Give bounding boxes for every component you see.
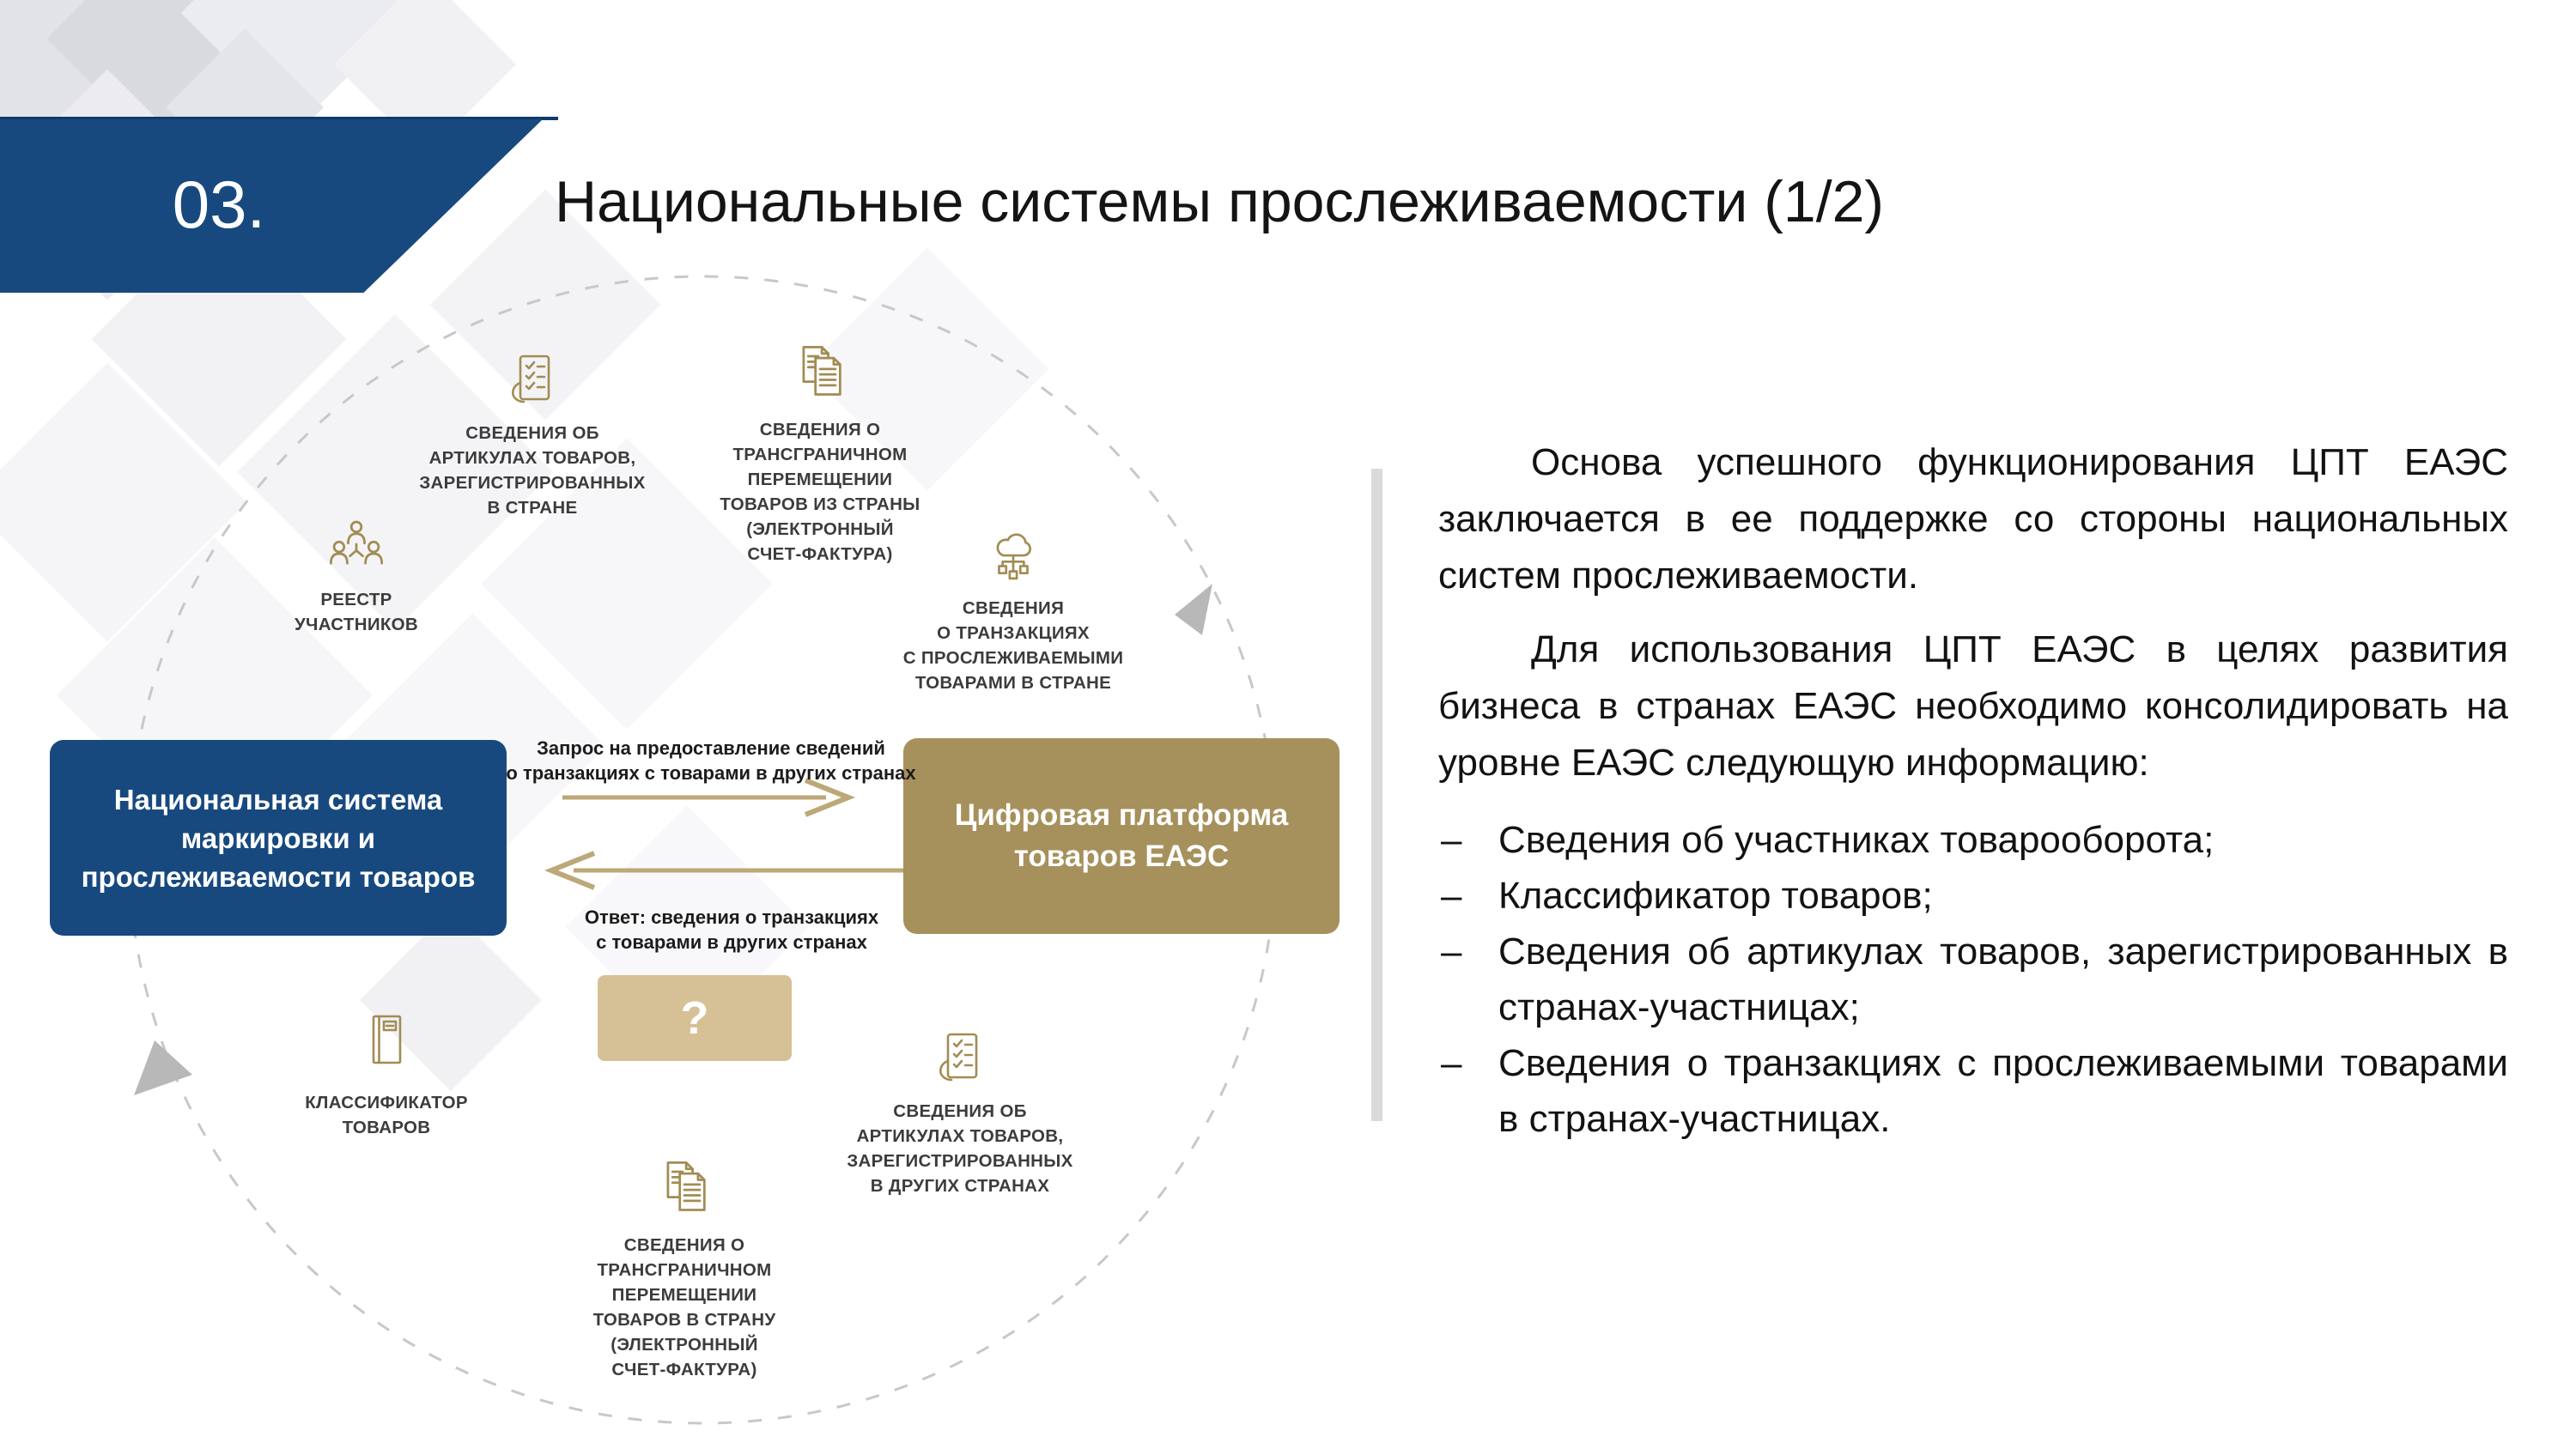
paragraph: Для использования ЦПТ ЕАЭС в целях разви…: [1438, 628, 2508, 784]
sidebar-text-block: Основа успешного функционирования ЦПТ ЕА…: [1438, 434, 2508, 1147]
list-item: – Сведения об артикулах товаров, зарегис…: [1438, 924, 2508, 1035]
book-icon: [372, 1015, 402, 1064]
diagram-item-transactions-in-country: СВЕДЕНИЯ О ТРАНЗАКЦИЯХ С ПРОСЛЕЖИВАЕМЫМИ…: [878, 527, 1149, 695]
request-arrow-icon: [562, 778, 856, 817]
response-flow-label: Ответ: сведения о транзакциях с товарами…: [584, 906, 879, 953]
checklist-document-icon: [939, 1033, 978, 1082]
diagram-item-label: КЛАССИФИКАТОР ТОВАРОВ: [305, 1093, 468, 1137]
list-item-text: Сведения об участниках товарооборота;: [1498, 819, 2215, 861]
bullet-dash: –: [1441, 1042, 1462, 1084]
response-arrow-icon: [544, 851, 912, 890]
list-item: – Классификатор товаров;: [1438, 868, 2508, 924]
list-item: – Сведения о транзакциях с прослеживаемы…: [1438, 1035, 2508, 1147]
diagram-item-label: СВЕДЕНИЯ ОБ АРТИКУЛАХ ТОВАРОВ, ЗАРЕГИСТР…: [419, 423, 646, 518]
diagram-item-label: СВЕДЕНИЯ О ТРАНСГРАНИЧНОМ ПЕРЕМЕЩЕНИИ ТО…: [592, 1235, 776, 1379]
cycle-arrowhead-left-icon: [134, 1040, 192, 1095]
list-item-text: Сведения о транзакциях с прослеживаемыми…: [1498, 1042, 2508, 1140]
diagram-item-crossborder-out: СВЕДЕНИЯ О ТРАНСГРАНИЧНОМ ПЕРЕМЕЩЕНИИ ТО…: [684, 342, 956, 567]
digital-platform-box: Цифровая платформа товаров ЕАЭС: [903, 738, 1340, 934]
unknown-question-box: ?: [598, 975, 792, 1061]
banner-top-border: [0, 117, 558, 120]
diagram-item-label: СВЕДЕНИЯ ОБ АРТИКУЛАХ ТОВАРОВ, ЗАРЕГИСТР…: [847, 1101, 1073, 1196]
diagram-item-articles-other-countries: СВЕДЕНИЯ ОБ АРТИКУЛАХ ТОВАРОВ, ЗАРЕГИСТР…: [824, 1028, 1096, 1198]
request-flow-label: Запрос на предоставление сведений о тран…: [506, 737, 916, 784]
diagram-item-label: СВЕДЕНИЯ О ТРАНЗАКЦИЯХ С ПРОСЛЕЖИВАЕМЫМИ…: [902, 598, 1124, 693]
list-item-text: Сведения об артикулах товаров, зарегистр…: [1498, 931, 2508, 1028]
list-item: – Сведения об участниках товарооборота;: [1438, 812, 2508, 868]
text-divider-bar: [1371, 469, 1382, 1121]
diagram-item-articles-in-country: СВЕДЕНИЯ ОБ АРТИКУЛАХ ТОВАРОВ, ЗАРЕГИСТР…: [397, 350, 668, 520]
diagram-item-label: РЕЕСТР УЧАСТНИКОВ: [294, 590, 419, 634]
cycle-arrowhead-right-icon: [1175, 584, 1212, 635]
paragraph: Основа успешного функционирования ЦПТ ЕА…: [1438, 441, 2508, 597]
documents-icon: [666, 1161, 706, 1211]
diagram-item-label: СВЕДЕНИЯ О ТРАНСГРАНИЧНОМ ПЕРЕМЕЩЕНИИ ТО…: [720, 420, 920, 564]
checklist-document-icon: [512, 355, 550, 403]
national-system-box: Национальная система маркировки и просле…: [50, 740, 507, 936]
page-title: Национальные системы прослеживаемости (1…: [555, 169, 1885, 234]
diagram-item-goods-classifier: КЛАССИФИКАТОР ТОВАРОВ: [258, 1011, 515, 1140]
bullet-dash: –: [1441, 819, 1462, 861]
diagram-item-participants-registry: РЕЕСТР УЧАСТНИКОВ: [246, 518, 466, 637]
diagram-item-crossborder-in: СВЕДЕНИЯ О ТРАНСГРАНИЧНОМ ПЕРЕМЕЩЕНИИ ТО…: [549, 1157, 820, 1382]
cloud-network-icon: [996, 533, 1031, 580]
documents-icon: [802, 345, 841, 396]
participants-icon: [329, 520, 384, 565]
bullet-dash: –: [1441, 875, 1462, 917]
slide-section-number: 03.: [172, 167, 266, 242]
bullet-dash: –: [1441, 931, 1462, 973]
list-item-text: Классификатор товаров;: [1498, 875, 1933, 917]
